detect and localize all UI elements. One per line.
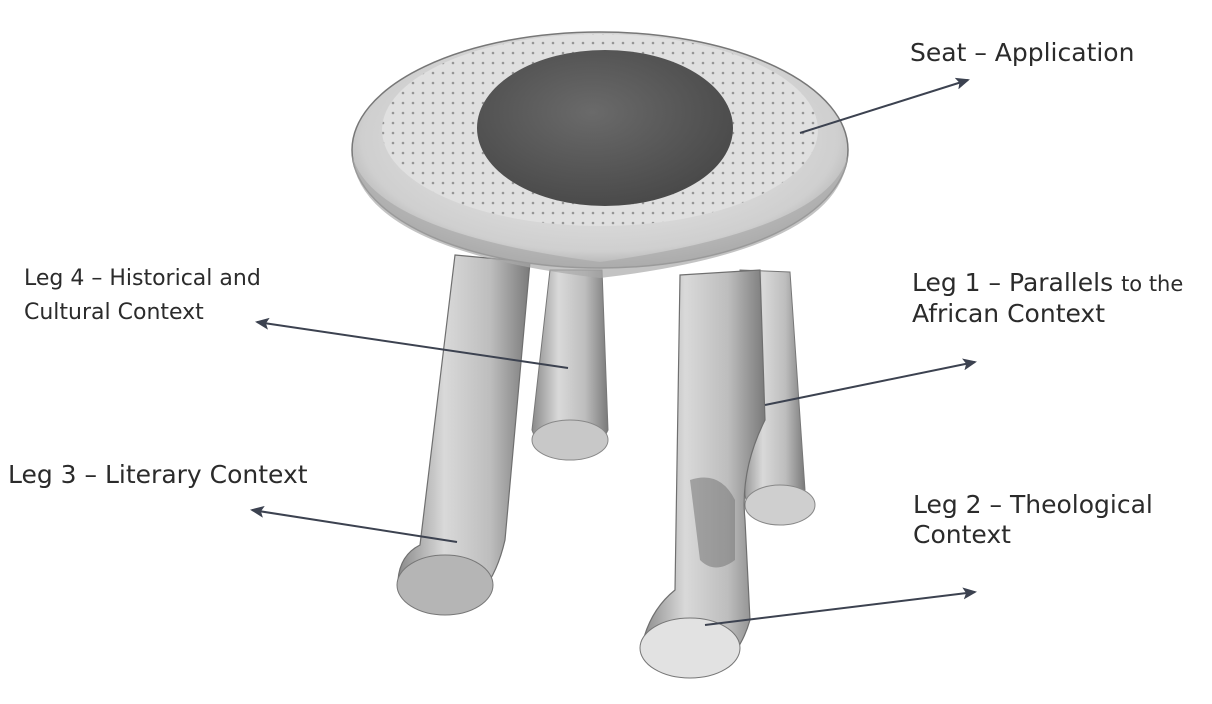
label-leg1-line2: African Context bbox=[912, 299, 1105, 328]
label-leg1: Leg 1 – Parallels to the African Context bbox=[912, 268, 1183, 329]
label-leg1-line1-tail: to the bbox=[1121, 272, 1183, 296]
label-leg2-line2: Context bbox=[913, 520, 1011, 549]
stool-seat bbox=[352, 32, 848, 278]
label-leg3: Leg 3 – Literary Context bbox=[8, 460, 308, 490]
label-seat: Seat – Application bbox=[910, 38, 1134, 68]
label-leg4-line1: Leg 4 – Historical and bbox=[24, 266, 261, 291]
stool-front-leg-right bbox=[640, 270, 765, 678]
stool-front-leg-left bbox=[397, 255, 530, 615]
label-leg1-line1: Leg 1 – Parallels bbox=[912, 268, 1113, 297]
label-leg4-line2: Cultural Context bbox=[24, 300, 204, 325]
label-leg2-line1: Leg 2 – Theological bbox=[913, 490, 1153, 519]
label-leg2: Leg 2 – Theological Context bbox=[913, 490, 1153, 550]
label-leg4: Leg 4 – Historical and Cultural Context bbox=[24, 262, 261, 330]
